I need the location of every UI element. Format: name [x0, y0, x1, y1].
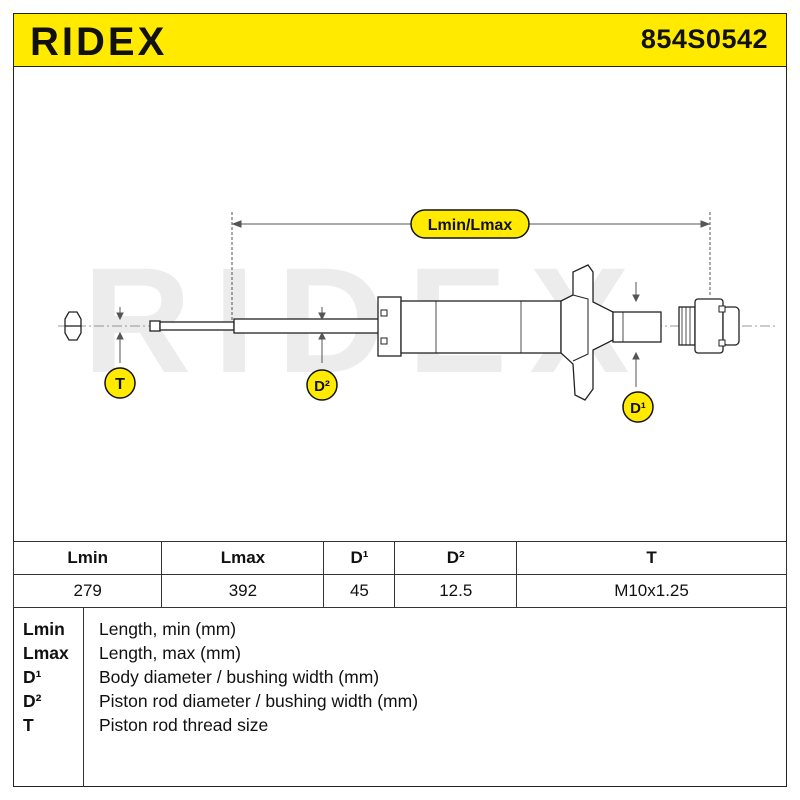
spec-table: Lmin Lmax D¹ D² T 279 392 45 12.5 M10x1.…	[12, 541, 787, 608]
spec-header-d2: D²	[394, 541, 518, 575]
spec-value-d2: 12.5	[394, 574, 518, 608]
spec-header-row: Lmin Lmax D¹ D² T	[12, 541, 787, 575]
length-badge-label: Lmin/Lmax	[428, 217, 513, 234]
legend-desc: Piston rod thread size	[99, 715, 269, 735]
spec-header-t: T	[516, 541, 787, 575]
body-diameter-dimension	[632, 282, 640, 387]
part-number: 854S0542	[640, 24, 768, 54]
legend-desc: Body diameter / bushing width (mm)	[99, 667, 380, 687]
thread-badge-label: T	[115, 376, 125, 393]
shock-absorber-diagram: RIDEX Lmin/Lmax T	[58, 209, 778, 423]
nut-icon	[64, 311, 82, 341]
legend-item: D² Piston rod diameter / bushing width (…	[13, 691, 787, 715]
shock-body	[377, 296, 562, 357]
legend-key: T	[23, 715, 34, 735]
thread-dimension	[116, 307, 124, 363]
thread-badge: T	[104, 367, 136, 399]
brand-logo-text: RIDEX	[30, 22, 167, 60]
top-bushing	[678, 298, 740, 354]
header-bar: RIDEX 854S0542	[13, 13, 787, 67]
legend-item: Lmin Length, min (mm)	[13, 619, 787, 643]
spec-header-lmin: Lmin	[12, 541, 163, 575]
brand-logo: RIDEX	[30, 22, 167, 60]
legend: Lmin Length, min (mm) Lmax Length, max (…	[13, 607, 787, 787]
legend-item: D¹ Body diameter / bushing width (mm)	[13, 667, 787, 691]
body-diameter-badge-label: D¹	[630, 400, 646, 417]
spec-value-d1: 45	[323, 574, 396, 608]
body-diameter-badge: D¹	[622, 391, 654, 423]
length-badge: Lmin/Lmax	[410, 209, 530, 239]
legend-item: Lmax Length, max (mm)	[13, 643, 787, 667]
legend-key: Lmin	[23, 619, 65, 639]
legend-divider	[83, 607, 85, 787]
legend-key: D²	[23, 691, 42, 711]
legend-key: Lmax	[23, 643, 69, 663]
spec-value-lmin: 279	[12, 574, 163, 608]
legend-item: T Piston rod thread size	[13, 715, 787, 739]
legend-desc: Length, max (mm)	[99, 643, 241, 663]
spring-seat	[560, 264, 662, 401]
spec-header-d1: D¹	[323, 541, 396, 575]
spec-value-row: 279 392 45 12.5 M10x1.25	[12, 574, 787, 608]
spec-header-lmax: Lmax	[161, 541, 325, 575]
legend-key: D¹	[23, 667, 42, 687]
rod-diameter-badge-label: D²	[314, 378, 330, 395]
spec-value-t: M10x1.25	[516, 574, 787, 608]
spec-value-lmax: 392	[161, 574, 325, 608]
rod-diameter-dimension	[318, 307, 326, 363]
legend-desc: Piston rod diameter / bushing width (mm)	[99, 691, 419, 711]
legend-desc: Length, min (mm)	[99, 619, 237, 639]
rod-diameter-badge: D²	[306, 369, 338, 401]
